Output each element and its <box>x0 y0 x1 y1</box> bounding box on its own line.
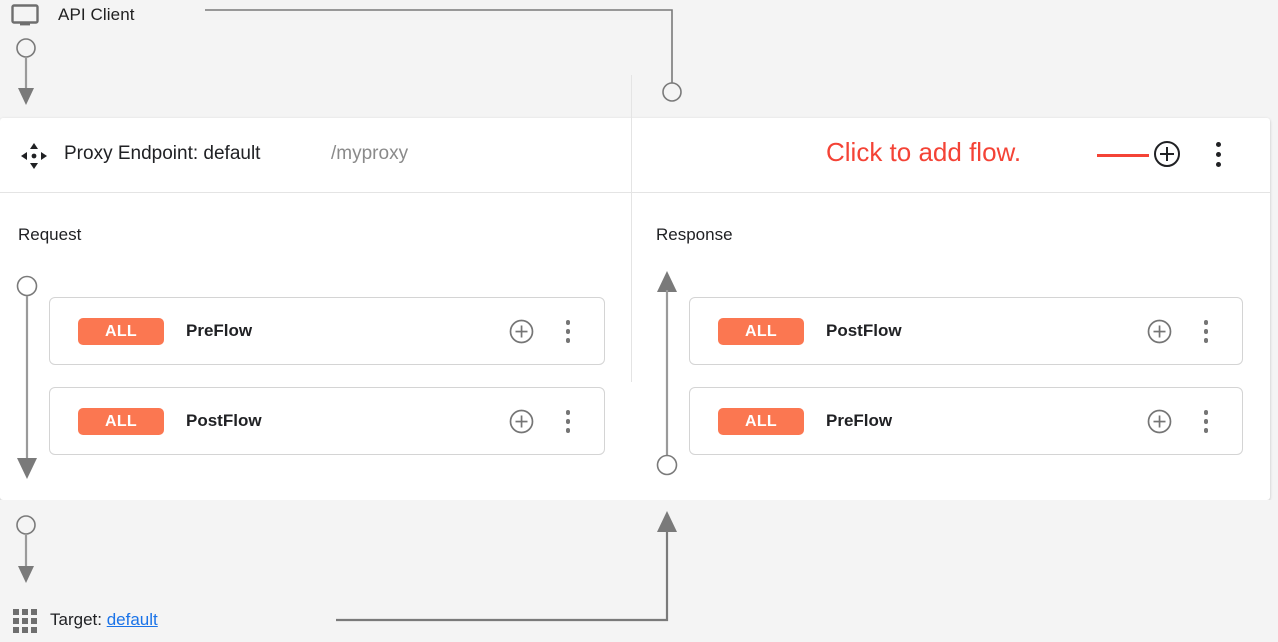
flow-card-response-preflow[interactable]: ALL PreFlow <box>689 387 1243 455</box>
flow-card-response-postflow[interactable]: ALL PostFlow <box>689 297 1243 365</box>
flow-badge: ALL <box>718 318 804 345</box>
menu-dot <box>1203 410 1209 415</box>
flow-name: PreFlow <box>826 411 893 430</box>
menu-dot <box>565 338 571 343</box>
flow-more-menu-icon[interactable] <box>1200 320 1212 344</box>
page-title: Proxy Endpoint: default <box>64 143 261 164</box>
flow-name: PostFlow <box>186 411 262 430</box>
apps-grid-icon <box>13 609 37 633</box>
move-icon[interactable] <box>20 142 48 170</box>
add-flow-button[interactable] <box>1153 140 1181 168</box>
menu-dot <box>1203 329 1209 334</box>
menu-dot <box>565 320 571 325</box>
proxy-endpoint-header <box>0 118 1270 193</box>
annotation-click-to-add-flow: Click to add flow. <box>826 137 1022 167</box>
column-divider <box>631 75 632 382</box>
flow-badge: ALL <box>78 408 164 435</box>
flow-badge: ALL <box>78 318 164 345</box>
flow-more-menu-icon[interactable] <box>562 410 574 434</box>
menu-dot <box>1203 428 1209 433</box>
column-title-request: Request <box>18 225 82 244</box>
add-policy-button[interactable] <box>509 319 534 344</box>
flow-badge: ALL <box>718 408 804 435</box>
add-policy-button[interactable] <box>1147 319 1172 344</box>
menu-dot <box>1215 162 1221 167</box>
menu-dot <box>1215 142 1221 147</box>
column-title-response: Response <box>656 225 733 244</box>
flow-more-menu-icon[interactable] <box>1200 410 1212 434</box>
target-endpoint-link[interactable]: default <box>106 610 158 629</box>
menu-dot <box>565 419 571 424</box>
flow-card-request-postflow[interactable]: ALL PostFlow <box>49 387 605 455</box>
flow-name: PostFlow <box>826 321 902 340</box>
flow-more-menu-icon[interactable] <box>562 320 574 344</box>
api-client-label: API Client <box>58 5 135 24</box>
menu-dot <box>1203 419 1209 424</box>
menu-dot <box>565 329 571 334</box>
menu-dot <box>1203 320 1209 325</box>
endpoint-more-menu-icon[interactable] <box>1211 142 1225 168</box>
add-policy-button[interactable] <box>1147 409 1172 434</box>
target-label: Target: default <box>50 608 158 632</box>
menu-dot <box>565 410 571 415</box>
flow-card-request-preflow[interactable]: ALL PreFlow <box>49 297 605 365</box>
menu-dot <box>565 428 571 433</box>
target-label-text: Target: <box>50 610 102 629</box>
endpoint-base-path: /myproxy <box>331 143 409 164</box>
menu-dot <box>1203 338 1209 343</box>
menu-dot <box>1215 152 1221 157</box>
annotation-pointer-line <box>1097 154 1149 157</box>
api-client-band: API Client <box>0 0 1278 118</box>
target-band <box>0 500 1278 642</box>
monitor-icon <box>11 4 39 26</box>
flow-name: PreFlow <box>186 321 253 340</box>
add-policy-button[interactable] <box>509 409 534 434</box>
